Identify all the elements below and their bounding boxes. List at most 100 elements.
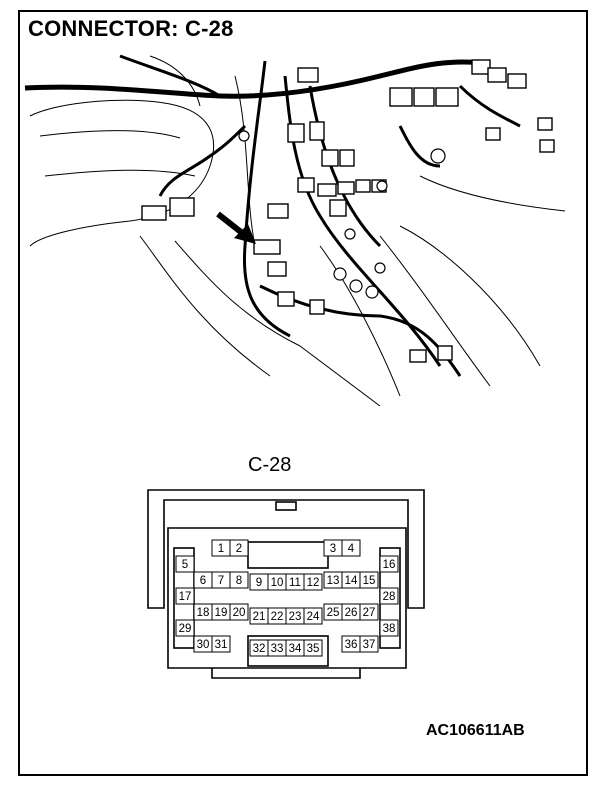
pin-15: 15 (359, 571, 379, 589)
pin-27: 27 (359, 603, 379, 621)
page-title: CONNECTOR: C-28 (28, 16, 234, 41)
pin-36: 36 (341, 635, 361, 653)
pin-17: 17 (175, 587, 195, 605)
pin-cavity (303, 573, 323, 591)
pin-number: 13 (327, 575, 340, 587)
pin-cavity (341, 539, 361, 557)
pin-number: 15 (363, 575, 376, 587)
pin-22: 22 (267, 607, 287, 625)
pin-number: 7 (218, 575, 224, 587)
pin-number: 11 (289, 577, 301, 589)
pin-cavity (175, 619, 195, 637)
pin-number: 34 (289, 643, 302, 655)
pin-number: 18 (197, 607, 210, 619)
pin-33: 33 (267, 639, 287, 657)
pin-number: 14 (345, 575, 358, 587)
pin-number: 6 (200, 575, 206, 587)
pin-number: 2 (236, 543, 242, 555)
pin-32: 32 (249, 639, 269, 657)
pin-38: 38 (379, 619, 399, 637)
pin-number: 25 (327, 607, 340, 619)
pin-number: 30 (197, 639, 210, 651)
pin-11: 11 (285, 573, 305, 591)
pin-31: 31 (211, 635, 231, 653)
pin-2: 2 (229, 539, 249, 557)
pin-number: 37 (363, 639, 376, 651)
pin-number: 19 (215, 607, 228, 619)
pin-cavity (211, 635, 231, 653)
pin-cavity (359, 571, 379, 589)
pin-29: 29 (175, 619, 195, 637)
harness-illustration (24, 54, 565, 406)
pin-24: 24 (303, 607, 323, 625)
pin-number: 23 (289, 611, 302, 623)
pin-number: 24 (307, 611, 320, 623)
pin-34: 34 (285, 639, 305, 657)
pin-number: 31 (215, 639, 228, 651)
pin-cavity (379, 619, 399, 637)
pin-number: 27 (363, 607, 376, 619)
pin-cavity (359, 635, 379, 653)
pin-5: 5 (175, 555, 195, 573)
pin-cavity (303, 639, 323, 657)
pin-4: 4 (341, 539, 361, 557)
pin-12: 12 (303, 573, 323, 591)
pin-20: 20 (229, 603, 249, 621)
pin-8: 8 (229, 571, 249, 589)
pin-number: 29 (179, 623, 192, 635)
pin-cavity (175, 555, 195, 573)
pin-number: 8 (236, 575, 242, 587)
pin-number: 5 (182, 559, 188, 571)
pin-number: 10 (271, 577, 284, 589)
pin-number: 20 (233, 607, 246, 619)
pin-cavity (379, 555, 399, 573)
pin-21: 21 (249, 607, 269, 625)
pin-cavity (229, 571, 249, 589)
pin-cavity (379, 587, 399, 605)
pin-number: 35 (307, 643, 320, 655)
pin-1: 1 (211, 539, 231, 557)
pin-18: 18 (193, 603, 213, 621)
pin-number: 38 (383, 623, 396, 635)
pin-9: 9 (249, 573, 269, 591)
pin-10: 10 (267, 573, 287, 591)
pin-number: 21 (253, 611, 266, 623)
pin-6: 6 (193, 571, 213, 589)
pin-number: 22 (271, 611, 284, 623)
connector-blocks (141, 59, 555, 363)
pin-number: 1 (218, 543, 224, 555)
dashboard-outline (29, 55, 565, 406)
pin-cavity (229, 603, 249, 621)
pin-number: 12 (307, 577, 320, 589)
pin-16: 16 (379, 555, 399, 573)
pointer-arrow (216, 211, 256, 244)
pin-cavity (175, 587, 195, 605)
pin-number: 17 (179, 591, 192, 603)
pin-number: 28 (383, 591, 396, 603)
pin-30: 30 (193, 635, 213, 653)
pin-3: 3 (323, 539, 343, 557)
pin-28: 28 (379, 587, 399, 605)
pin-13: 13 (323, 571, 343, 589)
pin-23: 23 (285, 607, 305, 625)
pin-number: 32 (253, 643, 266, 655)
pin-number: 16 (383, 559, 396, 571)
pin-number: 3 (330, 543, 336, 555)
pin-26: 26 (341, 603, 361, 621)
pin-number: 33 (271, 643, 284, 655)
pin-19: 19 (211, 603, 231, 621)
pin-cavity (229, 539, 249, 557)
pin-7: 7 (211, 571, 231, 589)
figure-code: AC106611AB (426, 722, 525, 739)
pin-cavity (303, 607, 323, 625)
pin-14: 14 (341, 571, 361, 589)
pin-number: 26 (345, 607, 358, 619)
pin-37: 37 (359, 635, 379, 653)
pin-cavity (359, 603, 379, 621)
pin-number: 36 (345, 639, 358, 651)
pin-number: 4 (348, 543, 355, 555)
pin-35: 35 (303, 639, 323, 657)
pin-number: 9 (256, 577, 262, 589)
